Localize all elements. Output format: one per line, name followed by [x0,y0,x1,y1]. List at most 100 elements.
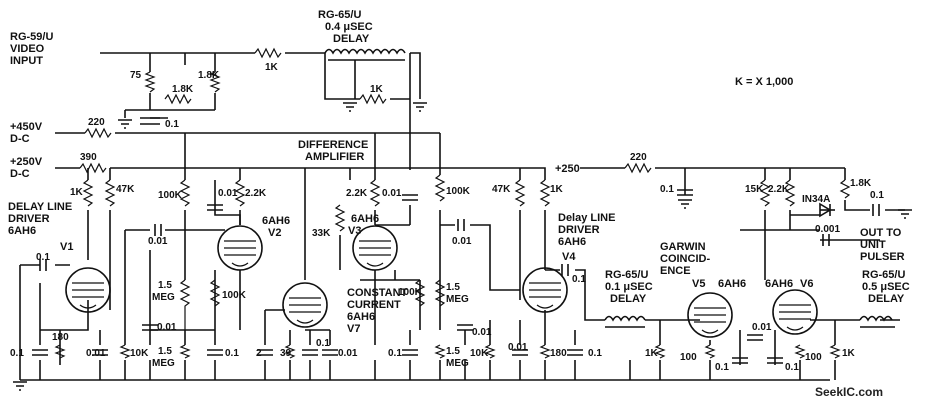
resistor-10k-b [484,344,496,359]
capacitor-001-b [207,204,223,211]
diode-in34a [819,202,832,218]
supply-250-label-2: D-C [10,168,30,180]
out-to-label-1: OUT TO [860,227,902,239]
resistor-2k2-b [369,179,381,207]
tube-v1 [65,267,111,313]
resistor-47k-a [104,179,116,207]
capacitor-01-v1 [32,349,48,356]
label-r-75: 75 [130,70,142,81]
resistor-1k-delay [359,93,387,105]
label-r-100-b: 100 [805,352,822,363]
tube-v3-label: V3 [348,225,361,237]
label-c-01-v1-in: 0.1 [36,252,50,263]
resistor-2k2-c [784,179,796,207]
ground-icon [413,102,427,112]
capacitor-01-h [732,357,748,364]
label-c-01-e: 0.1 [588,348,602,359]
resistor-33k [334,204,346,232]
delay-top-label-3: DELAY [333,33,370,45]
resistor-39 [284,344,296,359]
tube-v5-label: V5 [692,278,705,290]
capacitor-001-f [457,324,473,331]
label-r-180-b: 180 [550,348,567,359]
capacitor-0001 [822,234,830,246]
resistor-15meg-d [434,344,446,359]
tube-v3 [352,225,398,271]
capacitor-2 [257,349,273,356]
dld2-label-3: 6AH6 [558,236,586,248]
resistor-15meg-b [179,344,191,359]
tube-v1-label: V1 [60,241,73,253]
cc-label-2: CURRENT [347,299,401,311]
capacitor-001-g [322,349,338,356]
label-r-180-a: 180 [52,332,69,343]
diff-amp-label-1: DIFFERENCE [298,139,368,151]
dld1-label-2: DRIVER [8,213,50,225]
tube-v3-type: 6AH6 [351,213,379,225]
scale-note: K = X 1,000 [735,76,793,88]
supply-450-label-2: D-C [10,133,30,145]
capacitor-01-b [207,349,223,356]
resistor-100-a [704,344,716,359]
label-r-15meg-d2: MEG [446,358,469,369]
label-r-47k-b: 47K [492,184,511,195]
tube-v6 [772,289,818,335]
resistor-1k-v1 [82,179,94,207]
supply-250-label-1: +250V [10,156,43,168]
capacitor-01-c [402,349,418,356]
delay-01-label-2: 0.1 μSEC [605,281,653,293]
label-c-01-c: 0.1 [388,348,402,359]
capacitor-001-e [457,219,465,231]
label-r-2k2-a: 2.2K [245,188,267,199]
tube-v5-type: 6AH6 [718,278,746,290]
label-r-10k-a: 10K [130,348,149,359]
delay-01-label-1: RG-65/U [605,269,648,281]
resistor-1k8-a [209,71,221,93]
delay-lines [324,48,895,328]
dld1-label-3: 6AH6 [8,225,36,237]
garwin-label-3: ENCE [660,265,691,277]
label-r-1k-delay: 1K [370,84,384,95]
ground-icon [678,199,692,209]
label-c-01-d: 0.1 [316,338,330,349]
diff-amp-label-2: AMPLIFIER [305,151,364,163]
delay-01-label-3: DELAY [610,293,647,305]
resistor-1k-top [254,47,282,59]
label-r-15meg-b1: 1.5 [158,346,172,357]
capacitor-01-v4 [561,264,569,276]
label-r-15meg-d1: 1.5 [446,346,460,357]
tube-v4 [522,267,568,313]
resistor-1k-out [829,344,841,359]
video-input-label-1: RG-59/U [10,31,53,43]
cc-label-1: CONSTANT [347,287,408,299]
label-r-15meg-a1: 1.5 [158,280,172,291]
resistor-220-a [84,127,112,139]
resistor-1k-v5 [654,344,666,359]
resistor-100k-c [434,174,446,202]
resistor-10k-a [119,344,131,359]
resistor-390 [79,162,107,174]
ground-symbols [13,102,912,391]
label-r-1k8c: 1.8K [850,178,872,189]
tube-v2 [217,225,263,271]
label-c-001-f: 0.01 [472,327,492,338]
delay-05-label-3: DELAY [868,293,905,305]
capacitor-01-d [302,349,318,356]
label-r-47k-a: 47K [116,184,135,195]
capacitors [32,117,880,364]
label-r-1k-out: 1K [842,348,856,359]
tube-v5 [687,292,733,338]
resistor-100k-a [179,179,191,207]
resistor-2k2-a [234,179,246,207]
label-c-01-v1: 0.1 [10,348,24,359]
label-c-001-g: 0.01 [338,348,358,359]
capacitor-001-i [747,334,763,341]
label-r-390: 390 [80,152,97,163]
label-c-001-a: 0.01 [218,188,238,199]
cc-label-3: 6AH6 [347,311,375,323]
capacitor-01-a [140,117,160,125]
resistor-220-b [624,162,652,174]
label-r-15meg-a2: MEG [152,292,175,303]
resistor-180-b [539,344,551,359]
tubes [65,225,818,338]
